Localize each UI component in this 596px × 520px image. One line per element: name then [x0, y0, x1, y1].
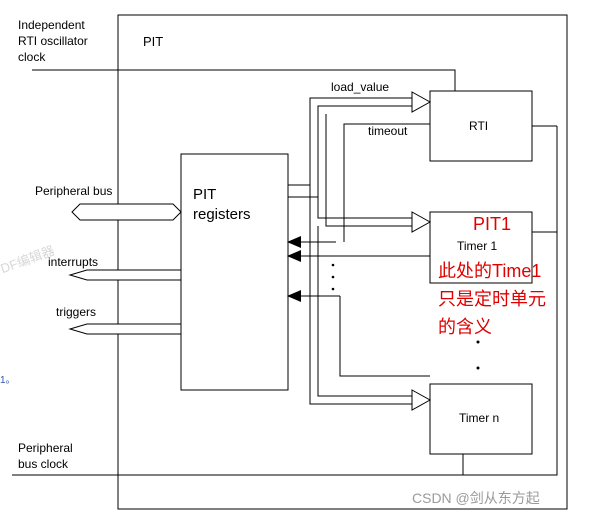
triggers-arrow	[68, 323, 182, 335]
timeout-line-rti	[343, 123, 430, 242]
oscillator-clock-line	[32, 69, 456, 91]
timeout-label: timeout	[368, 124, 408, 138]
pit-registers-label-line2: registers	[193, 206, 251, 223]
peripheral-bus-arrow	[71, 203, 182, 221]
pit-outer-block	[117, 14, 568, 510]
ellipsis-dot	[331, 275, 335, 279]
interrupts-label: interrupts	[48, 255, 98, 269]
annotation-line-2: 此处的Time1	[438, 261, 541, 281]
timer1-label: Timer 1	[457, 239, 498, 253]
red-annotation: PIT1 此处的Time1 只是定时单元 的含义	[438, 214, 546, 337]
annotation-line-3: 只是定时单元	[438, 289, 546, 309]
load-value-bus-inner	[288, 105, 412, 198]
timeout-line-timer-n	[339, 296, 430, 377]
bus-clock-label-line2: bus clock	[18, 457, 69, 471]
peripheral-bus-label: Peripheral bus	[35, 184, 112, 198]
ellipsis-dot	[476, 366, 480, 370]
bus-clock-label-line1: Peripheral	[18, 441, 73, 455]
load-value-arrow-timer1	[411, 211, 432, 233]
load-value-arrow-timer-n	[411, 389, 432, 411]
arrow-to-registers-2	[287, 250, 301, 262]
load-value-arrow-rti	[411, 91, 432, 113]
stray-text: 1。	[0, 375, 16, 386]
load-value-bus-to-timer-n	[309, 185, 412, 405]
oscillator-label-line2: RTI oscillator	[18, 34, 88, 48]
arrow-to-registers-3	[287, 290, 301, 302]
oscillator-label-line1: Independent	[18, 18, 85, 32]
oscillator-label-line3: clock	[18, 50, 46, 64]
load-value-bus-to-timer1	[317, 106, 412, 219]
ellipsis-dot	[331, 287, 335, 291]
pit-registers-label-line1: PIT	[193, 186, 216, 203]
load-value-label: load_value	[331, 80, 389, 94]
timer1-block	[429, 211, 533, 284]
ellipsis-dot	[331, 263, 335, 267]
annotation-line-1: PIT1	[473, 214, 511, 234]
watermark-bottom: CSDN @剑从东方起	[412, 490, 540, 506]
bus-clock-line	[12, 231, 558, 476]
pit-block-title: PIT	[143, 34, 163, 49]
arrow-to-registers-1	[287, 236, 301, 248]
load-value-bus-outer	[288, 97, 412, 186]
annotation-line-4: 的含义	[438, 317, 492, 337]
load-value-bus-to-timer1-inner	[325, 114, 412, 227]
rti-label: RTI	[469, 119, 488, 133]
timer-n-block	[429, 383, 533, 455]
ellipsis-dot	[476, 340, 480, 344]
triggers-label: triggers	[56, 305, 96, 319]
interrupts-arrow	[68, 269, 182, 281]
timer-n-label: Timer n	[459, 411, 499, 425]
load-value-bus-to-timer-n-inner	[317, 226, 412, 397]
